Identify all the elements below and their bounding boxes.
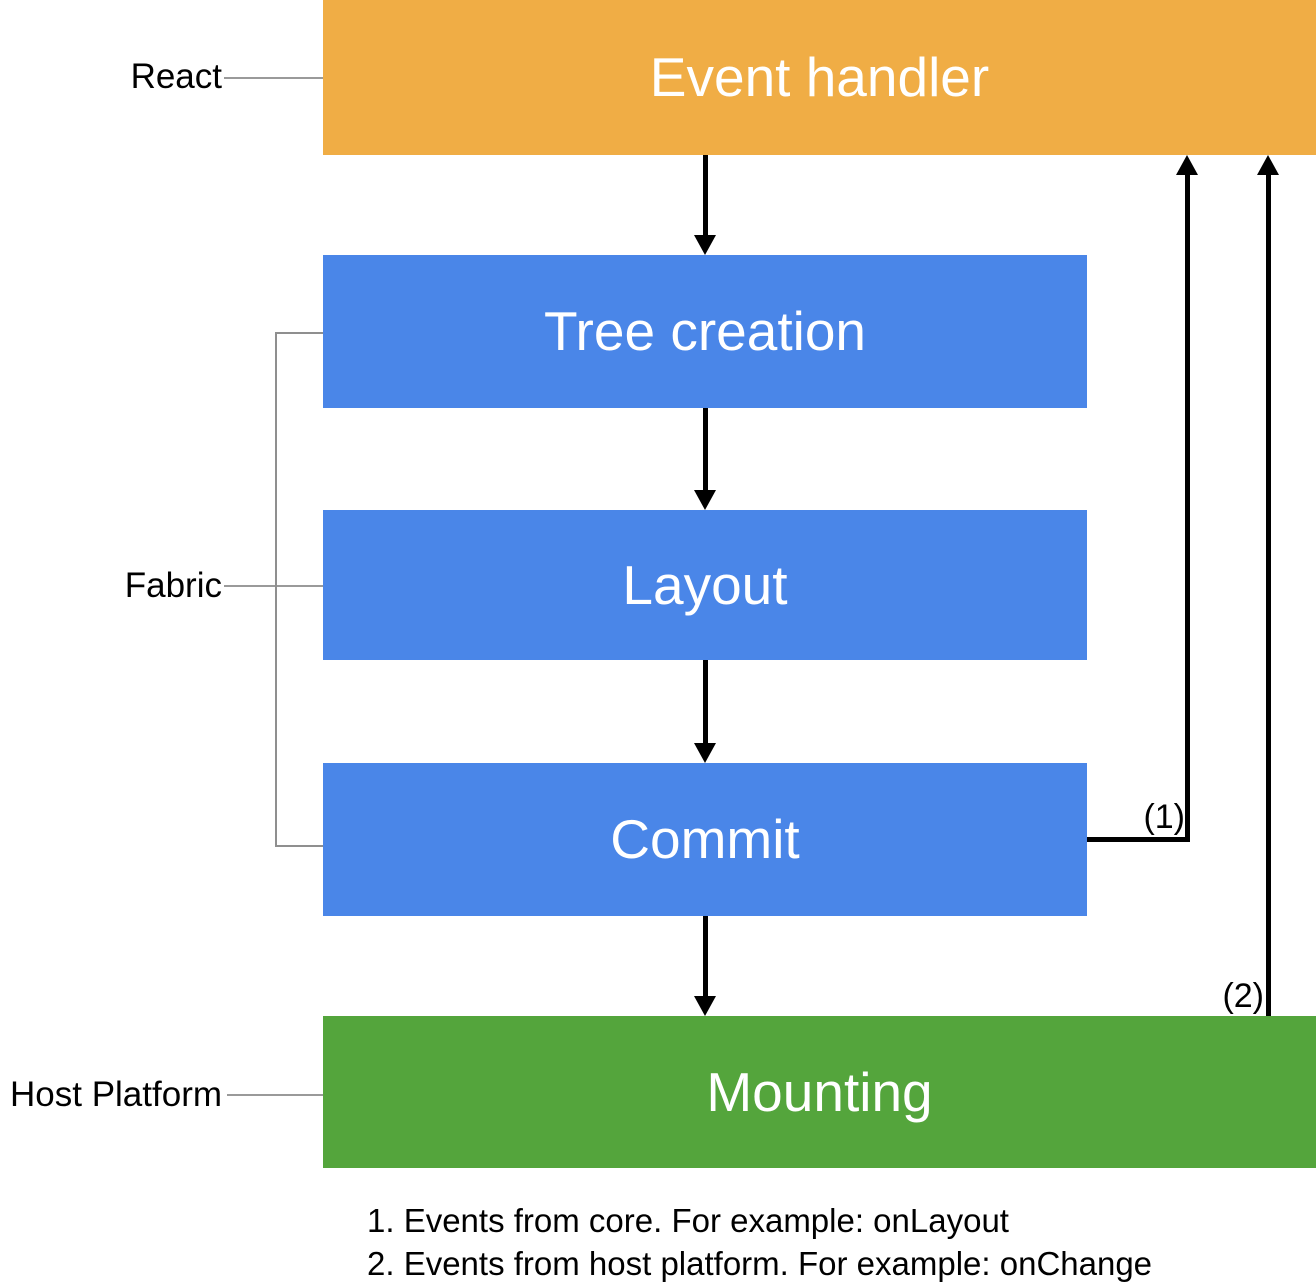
event-to-tree-arrowhead-down-icon — [694, 235, 716, 255]
commit-to-event-arrowhead-up-icon — [1176, 155, 1198, 175]
commit-to-event-arrow-horizontal-line — [1087, 837, 1190, 842]
footnotes: 1. Events from core. For example: onLayo… — [367, 1199, 1152, 1285]
fabric-connector-line — [224, 585, 323, 587]
event-handler-box: Event handler — [323, 0, 1316, 155]
mounting-to-event-arrow-vertical-line — [1266, 173, 1271, 1016]
fabric-bracket-bottom-line — [275, 845, 323, 847]
host-platform-layer-label: Host Platform — [10, 1075, 222, 1114]
tree-creation-box-label: Tree creation — [544, 300, 866, 362]
layout-to-commit-arrowhead-down-icon — [694, 743, 716, 763]
footnote-2: 2. Events from host platform. For exampl… — [367, 1245, 1153, 1282]
commit-to-mounting-arrow-line — [703, 916, 708, 998]
event-handler-box-label: Event handler — [649, 46, 990, 108]
mounting-box: Mounting — [323, 1016, 1316, 1168]
fabric-bracket-vertical-line — [275, 332, 277, 847]
fabric-bracket-top-line — [275, 332, 323, 334]
commit-box-label: Commit — [610, 808, 800, 870]
layout-to-commit-arrow-line — [703, 660, 708, 745]
arrow-2-label: (2) — [1222, 977, 1264, 1015]
event-to-tree-arrow-line — [703, 155, 708, 237]
commit-box: Commit — [323, 763, 1087, 916]
mounting-to-event-arrowhead-up-icon — [1257, 155, 1279, 175]
fabric-layer-label: Fabric — [124, 566, 222, 605]
commit-to-mounting-arrowhead-down-icon — [694, 996, 716, 1016]
tree-to-layout-arrow-line — [703, 408, 708, 492]
tree-to-layout-arrowhead-down-icon — [694, 490, 716, 510]
commit-to-event-arrow-vertical-line — [1185, 173, 1190, 842]
tree-creation-box: Tree creation — [323, 255, 1087, 408]
layout-box: Layout — [323, 510, 1087, 660]
react-connector-line — [224, 77, 323, 79]
layout-box-label: Layout — [622, 553, 788, 616]
mounting-box-label: Mounting — [706, 1060, 933, 1123]
react-layer-label: React — [130, 57, 222, 96]
footnote-1: 1. Events from core. For example: onLayo… — [367, 1202, 1009, 1239]
host-platform-connector-line — [227, 1094, 323, 1096]
arrow-1-label: (1) — [1143, 798, 1185, 836]
